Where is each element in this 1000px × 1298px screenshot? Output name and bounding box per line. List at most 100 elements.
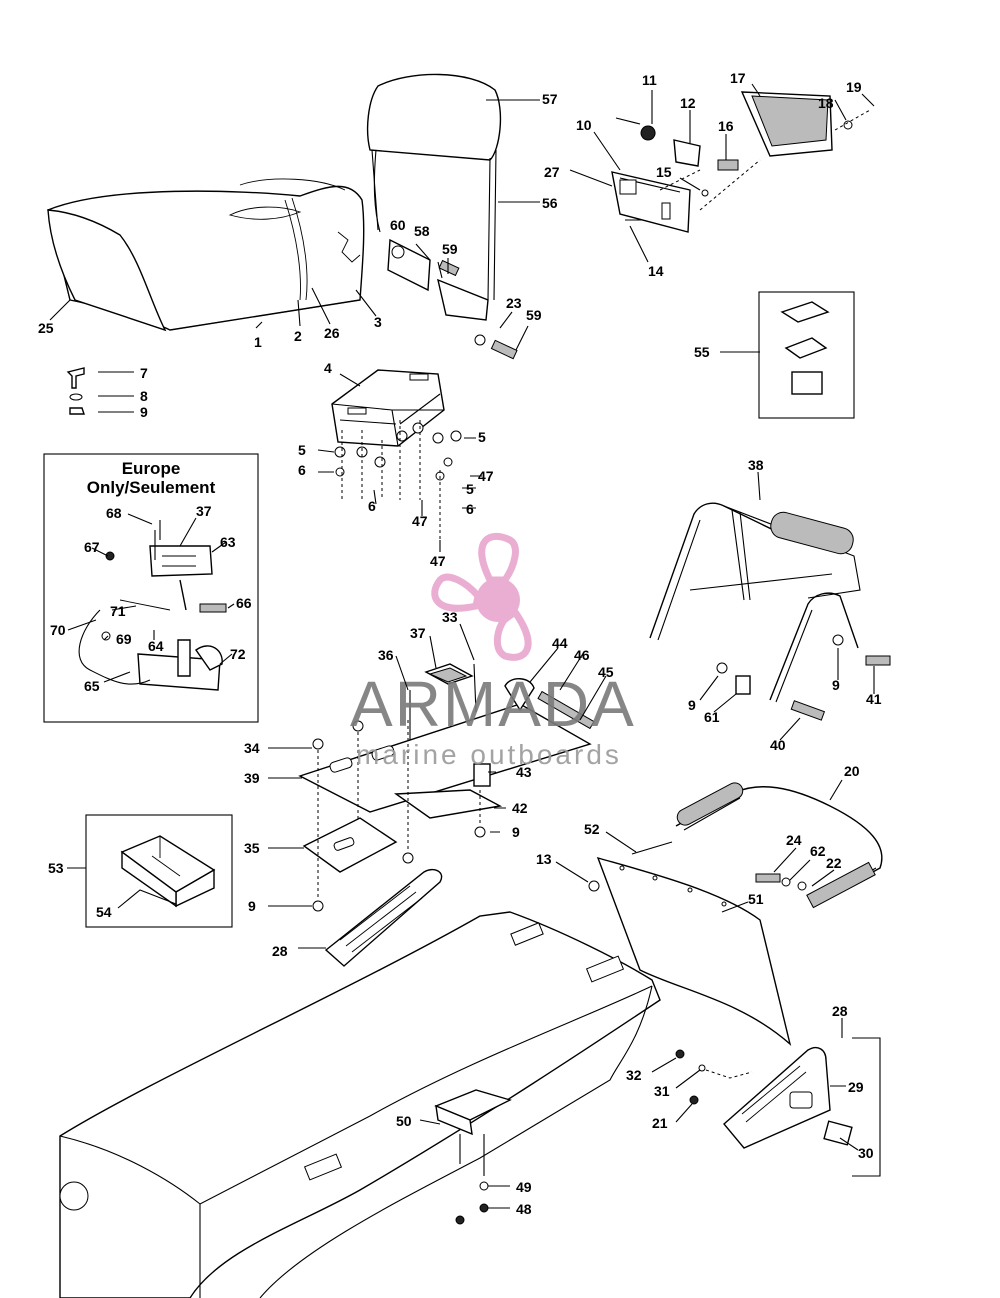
callout-36: 36 [378,647,394,663]
callout-23: 23 [506,295,522,311]
propeller-logo-icon [431,532,532,661]
callout-59: 59 [442,241,458,257]
callout-68: 68 [106,505,122,521]
callout-9: 9 [140,404,148,420]
callout-32: 32 [626,1067,642,1083]
callout-57: 57 [542,91,558,107]
callout-61: 61 [704,709,720,725]
callout-29: 29 [848,1079,864,1095]
callout-66: 66 [236,595,252,611]
callout-27: 27 [544,164,560,180]
watermark-tagline: marine outboards [356,739,622,770]
callout-12: 12 [680,95,696,111]
backrest-assembly [366,73,518,360]
part-55-box [758,291,855,419]
callout-64: 64 [148,638,164,654]
callout-20: 20 [844,763,860,779]
callout-37: 37 [196,503,212,519]
callout-69: 69 [116,631,132,647]
taillight-assembly [611,91,871,233]
callout-63: 63 [220,534,236,550]
callout-58: 58 [414,223,430,239]
callout-67: 67 [84,539,100,555]
callout-51: 51 [748,891,764,907]
callout-47: 47 [478,468,494,484]
callout-54: 54 [96,904,112,920]
callout-22: 22 [826,855,842,871]
callout-56: 56 [542,195,558,211]
chassis-tunnel [59,911,661,1298]
callout-49: 49 [516,1179,532,1195]
callout-7: 7 [140,365,148,381]
callout-72: 72 [230,646,246,662]
callout-5: 5 [478,429,486,445]
callout-13: 13 [536,851,552,867]
armada-watermark: ARMADA marine outboards [350,532,634,770]
callout-60: 60 [390,217,406,233]
callout-65: 65 [84,678,100,694]
europe-inset [43,453,259,723]
callout-4: 4 [324,360,332,376]
side-cover-left [324,868,443,967]
callout-9: 9 [248,898,256,914]
callout-47: 47 [412,513,428,529]
rear-bumper [588,782,883,909]
callout-48: 48 [516,1201,532,1217]
callout-19: 19 [846,79,862,95]
callout-59: 59 [526,307,542,323]
knob-washer-nut [66,367,85,415]
callout-24: 24 [786,832,802,848]
callout-9: 9 [688,697,696,713]
callout-30: 30 [858,1145,874,1161]
callout-8: 8 [140,388,148,404]
callout-labels: 1 2 3 25 26 57 56 60 58 59 23 59 11 12 1… [38,70,882,1217]
callout-33: 33 [442,609,458,625]
callout-14: 14 [648,263,664,279]
callout-34: 34 [244,740,260,756]
callout-45: 45 [598,664,614,680]
callout-40: 40 [770,737,786,753]
callout-41: 41 [866,691,882,707]
callout-50: 50 [396,1113,412,1129]
callout-25: 25 [38,320,54,336]
callout-71: 71 [110,603,126,619]
callout-2: 2 [294,328,302,344]
callout-47: 47 [430,553,446,569]
callout-9: 9 [832,677,840,693]
callout-18: 18 [818,95,834,111]
callout-46: 46 [574,647,590,663]
callout-26: 26 [324,325,340,341]
callout-39: 39 [244,770,260,786]
callout-43: 43 [516,764,532,780]
callout-55: 55 [694,344,710,360]
box-fasteners [334,420,462,545]
inset-title-line2: Only/Seulement [87,478,216,497]
callout-16: 16 [718,118,734,134]
side-cover-right [675,1037,881,1177]
callout-10: 10 [576,117,592,133]
grab-handle [649,502,891,721]
callout-42: 42 [512,800,528,816]
callout-35: 35 [244,840,260,856]
callout-6: 6 [466,501,474,517]
storage-box [331,369,445,447]
callout-37: 37 [410,625,426,641]
callout-15: 15 [656,164,672,180]
callout-70: 70 [50,622,66,638]
callout-1: 1 [254,334,262,350]
callout-5: 5 [466,481,474,497]
callout-28: 28 [272,943,288,959]
snow-flap [596,856,792,1046]
callout-6: 6 [298,462,306,478]
callout-21: 21 [652,1115,668,1131]
callout-38: 38 [748,457,764,473]
leader-lines [49,83,875,1209]
callout-44: 44 [552,635,568,651]
callout-31: 31 [654,1083,670,1099]
callout-52: 52 [584,821,600,837]
inset-title-line1: Europe [122,459,181,478]
callout-62: 62 [810,843,826,859]
seat-assembly [47,178,365,332]
callout-17: 17 [730,70,746,86]
